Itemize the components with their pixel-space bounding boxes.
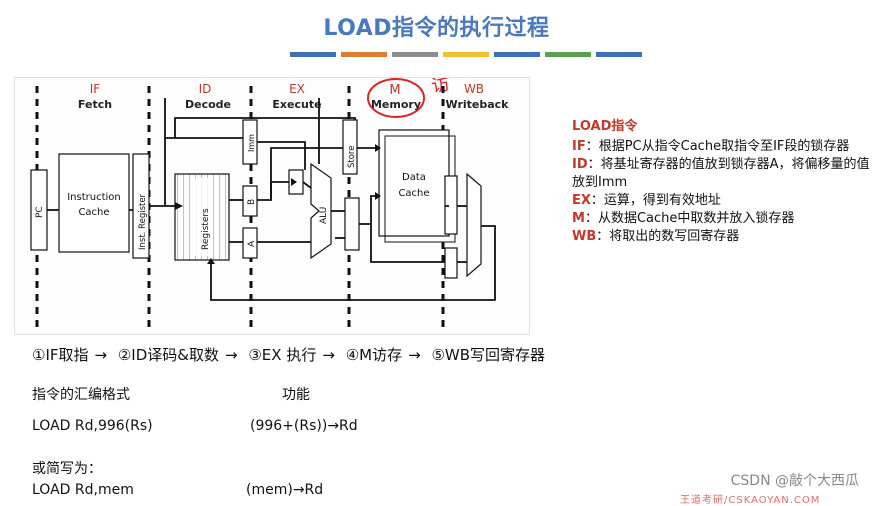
pipeline-svg: IF Fetch ID Decode EX Execute M Memory W… [30,78,510,328]
store-label: Store [347,146,357,168]
description-key: WB [572,229,597,244]
step-wb: ⑤WB写回寄存器 [431,346,546,364]
alu-label: ALU [319,207,329,224]
stage-wb-name: Writeback [446,98,510,111]
description-text: ：将取出的数写回寄存器 [596,229,740,244]
data-cache-block [378,129,450,237]
description-text: ：将基址寄存器的值放到锁存器A，将偏移量的值放到Imm [572,157,870,190]
alu-block [310,162,332,260]
registers-label: Registers [201,208,211,250]
a-label: A [247,240,257,247]
data-cache-label-2: Cache [398,188,429,199]
description-item: IF：根据PC从指令Cache取指令至IF段的锁存器 [572,138,872,156]
stage-m-abbr: M [389,83,400,98]
handwritten-mark: 访 [430,78,452,97]
load-instruction-description: LOAD指令 IF：根据PC从指令Cache取指令至IF段的锁存器 ID：将基址… [572,118,872,246]
inst-register-label: Inst. Register [138,193,148,250]
stage-ex-abbr: EX [289,82,305,96]
stage-m-name: Memory [371,98,421,111]
ex-m-latch [344,197,360,251]
instruction-cache-block [58,153,130,253]
step-id: ②ID译码&取数 [117,346,219,364]
stage-ex-name: Execute [272,98,321,111]
b-label: B [247,199,257,205]
load-instruction: LOAD Rd,996(Rs) [32,418,153,434]
stripe [341,52,387,57]
stage-id-abbr: ID [199,82,212,96]
description-heading: LOAD指令 [572,119,638,134]
description-item: WB：将取出的数写回寄存器 [572,228,872,246]
csdn-watermark: CSDN @敲个大西瓜 [730,473,859,489]
description-key: ID [572,157,588,172]
data-cache-label-1: Data [402,172,426,183]
instruction-cache-label-1: Instruction [67,192,121,203]
imm-label: Imm [247,134,256,152]
memory-highlight-circle [367,78,425,118]
b-latch [242,185,258,217]
page-title: LOAD指令的执行过程 [323,16,550,41]
wangdao-watermark: 王道考研/CSKAOYAN.COM [680,495,821,506]
function-label: 功能 [282,387,310,403]
store-latch [342,119,358,175]
stage-if-abbr: IF [90,82,101,96]
description-key: EX [572,193,591,208]
m-wb-latch-1 [444,175,458,235]
datapath-wires [47,98,496,301]
stripe [443,52,489,57]
step-if: ①IF取指 [32,346,89,364]
description-text: ：从数据Cache中取数并放入锁存器 [584,211,795,226]
short-instruction: LOAD Rd,mem [32,482,134,498]
stage-if-name: Fetch [78,98,112,111]
load-function: (996+(Rs))→Rd [250,418,358,434]
pc-label: PC [35,206,45,218]
instruction-cache-label-2: Cache [78,207,109,218]
short-form-label: 或简写为： [32,461,102,477]
step-arrow: → [94,346,108,364]
m-wb-latch-2 [444,247,458,279]
assembly-format-label: 指令的汇编格式 [32,387,130,403]
short-function: (mem)→Rd [246,482,324,498]
step-arrow: → [322,346,335,364]
pipeline-diagram: IF Fetch ID Decode EX Execute M Memory W… [14,77,530,335]
description-key: M [572,211,585,226]
stripe [290,52,336,57]
stripe [596,52,642,57]
step-arrow: → [408,346,421,364]
stage-id-name: Decode [185,98,231,111]
stripe [494,52,540,57]
description-text: ：根据PC从指令Cache取指令至IF段的锁存器 [585,139,850,154]
description-item: M：从数据Cache中取数并放入锁存器 [572,210,872,228]
stripe [545,52,591,57]
stripe [392,52,438,57]
description-item: ID：将基址寄存器的值放到锁存器A，将偏移量的值放到Imm [572,156,872,192]
step-arrow: → [224,346,238,364]
wb-mux [466,172,482,278]
step-m: ④M访存 [345,346,403,364]
description-text: ：运算，得到有效地址 [590,193,721,208]
description-item: EX：运算，得到有效地址 [572,192,872,210]
description-key: IF [572,139,586,154]
step-ex: ③EX 执行 [248,346,317,364]
pipeline-steps: ①IF取指 → ②ID译码&取数 → ③EX 执行 → ④M访存 → ⑤WB写回寄存器 [32,344,545,365]
stage-wb-abbr: WB [464,82,484,96]
title-underline-stripes [290,52,642,57]
a-latch [242,227,258,259]
